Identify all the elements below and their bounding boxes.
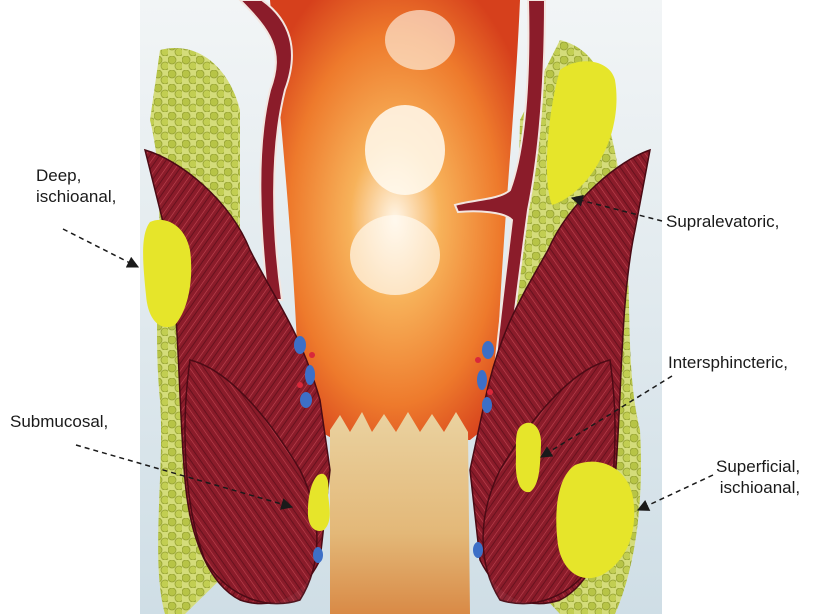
lumen-highlight	[385, 10, 455, 70]
lumen-highlight	[365, 105, 445, 195]
anal-canal	[330, 412, 470, 614]
label-deep-line2: ischioanal,	[36, 186, 116, 207]
label-superficial-ischioanal: Superficial, ischioanal,	[716, 456, 800, 498]
label-deep-line1: Deep,	[36, 165, 116, 186]
label-deep-ischioanal: Deep, ischioanal,	[36, 165, 116, 207]
label-superficial-line1: Superficial,	[716, 456, 800, 477]
label-submucosal: Submucosal,	[10, 411, 108, 432]
label-supralevatoric: Supralevatoric,	[666, 211, 779, 232]
label-intersphincteric: Intersphincteric,	[668, 352, 788, 373]
label-superficial-line2: ischioanal,	[716, 477, 800, 498]
leader-deep-ischioanal	[63, 229, 138, 267]
lumen-highlight	[350, 215, 440, 295]
